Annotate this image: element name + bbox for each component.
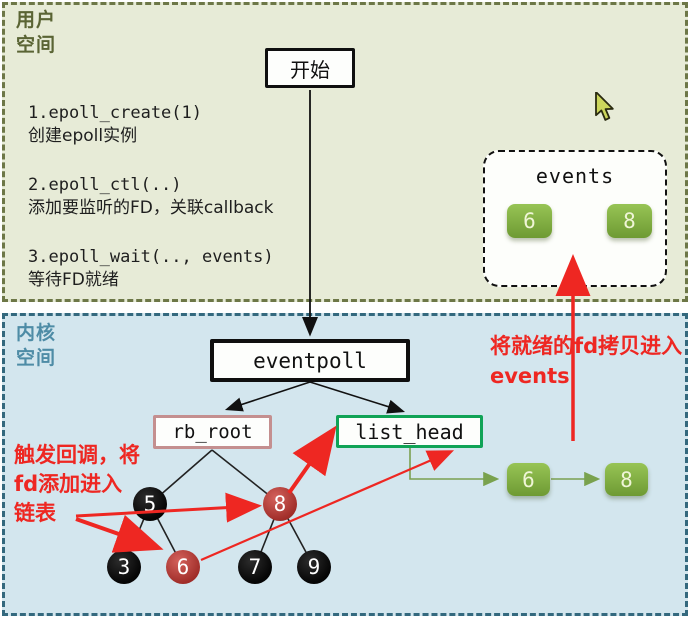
rb-root-box: rb_root xyxy=(153,415,272,449)
step-1: 1.epoll_create(1) 创建epoll实例 xyxy=(28,102,338,148)
copy-note-line-2: events xyxy=(490,364,570,388)
step-2-desc: 添加要监听的FD，关联callback xyxy=(28,198,274,218)
ready-fd-cell-6: 6 xyxy=(507,463,550,496)
step-list: 1.epoll_create(1) 创建epoll实例 2.epoll_ctl(… xyxy=(28,102,338,318)
tree-node-9: 9 xyxy=(297,550,331,584)
mouse-cursor-icon xyxy=(595,92,614,121)
callback-note-line-3: 链表 xyxy=(14,501,56,525)
tree-node-7: 7 xyxy=(238,550,272,584)
tree-node-6: 6 xyxy=(166,550,200,584)
copy-note-line-1: 将就绪的fd拷贝进入 xyxy=(490,334,683,358)
start-box: 开始 xyxy=(265,48,355,88)
copy-note: 将就绪的fd拷贝进入 events xyxy=(490,331,682,391)
step-3-code: 3.epoll_wait(.., events) xyxy=(28,247,274,267)
step-3: 3.epoll_wait(.., events) 等待FD就绪 xyxy=(28,246,338,292)
events-box: events 6 8 xyxy=(483,150,667,287)
step-3-desc: 等待FD就绪 xyxy=(28,270,119,290)
tree-node-3: 3 xyxy=(107,550,141,584)
step-1-code: 1.epoll_create(1) xyxy=(28,103,202,123)
list-head-box: list_head xyxy=(336,415,483,448)
callback-note-line-2: fd添加进入 xyxy=(14,472,123,496)
events-box-title: events xyxy=(535,164,615,188)
events-fd-cell-8: 8 xyxy=(607,204,652,238)
callback-note: 触发回调，将 fd添加进入 链表 xyxy=(14,441,140,528)
callback-note-line-1: 触发回调，将 xyxy=(14,443,140,467)
ready-fd-cell-8: 8 xyxy=(605,463,648,496)
events-fd-cell-6: 6 xyxy=(507,204,552,238)
step-1-desc: 创建epoll实例 xyxy=(28,126,138,146)
kernel-space-label: 内核空间 xyxy=(16,322,57,369)
tree-node-8: 8 xyxy=(263,487,297,521)
step-2-code: 2.epoll_ctl(..) xyxy=(28,175,182,195)
step-2: 2.epoll_ctl(..) 添加要监听的FD，关联callback xyxy=(28,174,338,220)
user-space-label: 用户空间 xyxy=(16,9,57,56)
eventpoll-box: eventpoll xyxy=(210,339,410,382)
